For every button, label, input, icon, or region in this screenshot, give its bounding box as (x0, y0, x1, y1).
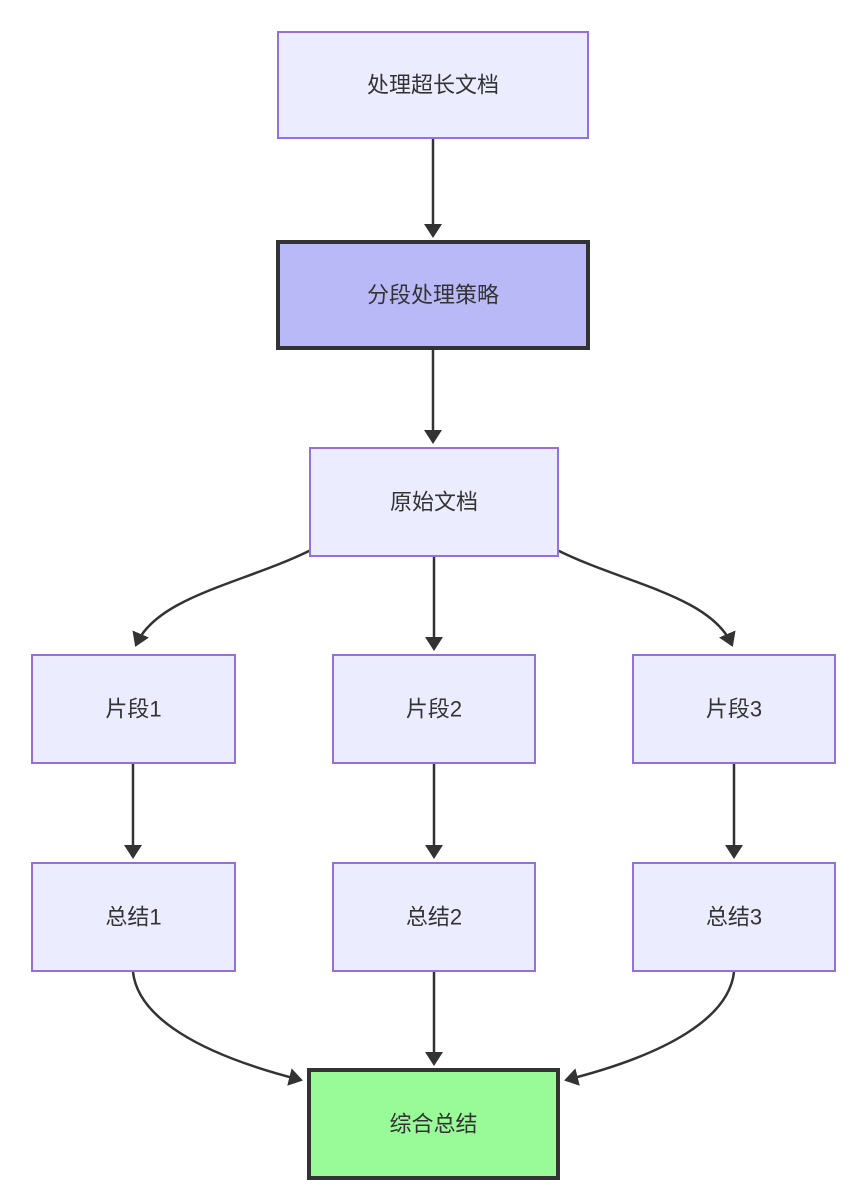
flow-node-box-F (307, 1068, 560, 1180)
flow-node-label-E1: 总结1 (105, 905, 161, 930)
flow-edge-C-D3 (556, 548, 736, 647)
flow-node-box-D2 (332, 654, 536, 764)
flow-node-box-D3 (632, 654, 836, 764)
flow-node-A: 处理超长文档 (277, 31, 589, 139)
flow-node-F: 综合总结 (307, 1068, 560, 1180)
flow-node-D1: 片段1 (31, 654, 236, 764)
flow-node-box-A (277, 31, 589, 139)
flow-node-D2: 片段2 (332, 654, 536, 764)
flow-node-label-A: 处理超长文档 (367, 73, 499, 98)
flow-edge-E1-F (131, 971, 303, 1086)
flow-node-label-D1: 片段1 (105, 697, 161, 722)
flow-node-label-F: 综合总结 (389, 1112, 477, 1137)
flow-node-label-D2: 片段2 (406, 697, 462, 722)
flow-node-E3: 总结3 (632, 862, 836, 972)
flow-edge-E3-F (564, 971, 736, 1086)
flow-node-box-D1 (31, 654, 236, 764)
flow-node-E1: 总结1 (31, 862, 236, 972)
flow-node-C: 原始文档 (309, 447, 559, 557)
flow-node-box-E1 (31, 862, 236, 972)
flow-node-label-E3: 总结3 (706, 905, 762, 930)
flow-node-label-C: 原始文档 (390, 490, 478, 515)
flow-node-box-B (276, 240, 590, 350)
flow-node-label-B: 分段处理策略 (367, 283, 499, 308)
flow-node-D3: 片段3 (632, 654, 836, 764)
flow-node-E2: 总结2 (332, 862, 536, 972)
flow-node-label-D3: 片段3 (706, 697, 762, 722)
flow-node-label-E2: 总结2 (406, 905, 462, 930)
flow-node-box-C (309, 447, 559, 557)
flow-node-box-E2 (332, 862, 536, 972)
flow-node-box-E3 (632, 862, 836, 972)
flow-edge-C-D1 (132, 548, 312, 647)
flow-node-B: 分段处理策略 (276, 240, 590, 350)
